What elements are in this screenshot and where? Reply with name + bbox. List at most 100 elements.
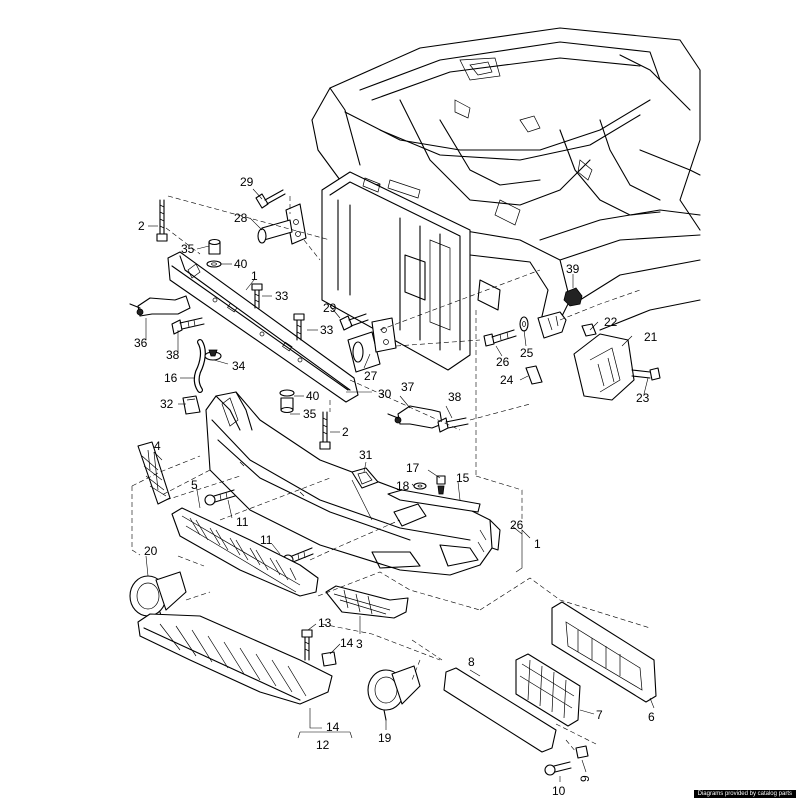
clip-34 <box>204 349 222 361</box>
callout-label: 11 <box>260 533 273 547</box>
bolt-33-a <box>251 283 263 309</box>
screw-23 <box>631 367 661 381</box>
callout-label: 40 <box>234 257 248 271</box>
callout-label: 12 <box>316 738 330 752</box>
callout-labels: 29 2 28 35 40 1 33 36 38 29 33 16 34 27 … <box>134 175 658 798</box>
callout-label: 32 <box>160 397 174 411</box>
diagram-credit: Diagrams provided by catalog parts <box>693 790 796 798</box>
cap-32 <box>182 395 201 415</box>
callout-label: 28 <box>234 211 248 225</box>
callout-label: 14 <box>340 636 354 650</box>
callout-label: 35 <box>181 242 195 256</box>
dashed-guides <box>131 195 651 753</box>
cap-31 <box>351 467 379 489</box>
bumper-cover <box>205 391 501 576</box>
sensor-36 <box>129 295 191 317</box>
clip-9 <box>575 745 589 759</box>
callout-label: 8 <box>468 655 475 669</box>
bolt-33-b <box>293 313 305 341</box>
callout-label: 34 <box>232 359 246 373</box>
trim-strip-15 <box>387 489 481 513</box>
license-plate-6 <box>551 601 657 703</box>
callout-label: 10 <box>552 784 566 798</box>
callout-label: 26 <box>496 355 510 369</box>
bolt-2-top <box>156 199 168 242</box>
callout-label: 7 <box>596 708 603 722</box>
callout-label: 23 <box>636 391 650 405</box>
nut-35-top <box>208 238 221 255</box>
bracket-27 <box>347 317 397 373</box>
callout-label: 2 <box>138 219 145 233</box>
callout-label: 17 <box>406 461 420 475</box>
callout-label: 21 <box>644 330 658 344</box>
callout-label: 5 <box>191 478 198 492</box>
clip-17 <box>436 475 446 495</box>
fog-light-19 <box>367 665 421 721</box>
callout-label: 31 <box>359 448 373 462</box>
washer-18 <box>413 482 427 490</box>
callout-label: 1 <box>534 537 541 551</box>
bumper-reinforcement-beam <box>167 251 359 403</box>
screw-26 <box>483 329 517 347</box>
radiator-pack <box>321 171 471 371</box>
washer-40-top <box>206 260 222 268</box>
callout-label: 35 <box>303 407 317 421</box>
callout-label: 22 <box>604 315 618 329</box>
callout-label: 40 <box>306 389 320 403</box>
callout-label: 39 <box>566 262 580 276</box>
bolt-13 <box>301 629 313 661</box>
mount-bracket <box>537 311 567 339</box>
callout-label: 20 <box>144 544 158 558</box>
bolt-29-top <box>255 189 286 209</box>
callout-label: 2 <box>342 425 349 439</box>
leader-lines <box>145 188 655 782</box>
callout-label: 26 <box>510 518 524 532</box>
lower-grille-5 <box>171 507 319 597</box>
callout-label: 38 <box>166 348 180 362</box>
license-bracket-7 <box>515 653 581 727</box>
callout-label: 14 <box>326 720 340 734</box>
screw-38-left <box>171 317 205 335</box>
clip-24 <box>525 365 543 385</box>
callout-label: 27 <box>364 369 378 383</box>
fog-light-20 <box>129 571 187 621</box>
bolt-2-lower <box>319 411 331 450</box>
bolt-29-mid <box>339 313 369 331</box>
clip-22 <box>581 323 597 337</box>
screw-38-right <box>437 417 469 433</box>
callout-label: 3 <box>356 637 363 651</box>
callout-label: 29 <box>240 175 254 189</box>
callout-label: 11 <box>236 515 249 529</box>
bracket-21 <box>573 333 635 401</box>
vehicle-body <box>311 27 701 359</box>
callout-label: 9 <box>578 775 592 782</box>
trim-strip-8 <box>443 667 557 753</box>
callout-label: 6 <box>648 710 655 724</box>
nut-39 <box>563 287 583 307</box>
sensor-37 <box>387 405 443 429</box>
callout-label: 15 <box>456 471 470 485</box>
lower-spoiler-12 <box>137 613 333 705</box>
nut-35-lower <box>280 397 294 414</box>
screw-11-a <box>204 489 236 506</box>
callout-label: 33 <box>320 323 334 337</box>
callout-label: 30 <box>378 387 392 401</box>
callout-label: 38 <box>448 390 462 404</box>
clip-14 <box>321 651 337 667</box>
callout-label: 25 <box>520 346 534 360</box>
callout-label: 33 <box>275 289 289 303</box>
callout-label: 37 <box>401 380 415 394</box>
hose-16 <box>193 339 206 393</box>
callout-label: 1 <box>251 269 258 283</box>
washer-40-lower <box>279 389 295 397</box>
callout-label: 36 <box>134 336 148 350</box>
callout-label: 19 <box>378 731 392 745</box>
callout-label: 24 <box>500 373 514 387</box>
callout-label: 4 <box>154 439 161 453</box>
side-grille-4 <box>137 441 171 505</box>
screw-10 <box>544 761 572 776</box>
washer-25 <box>519 316 529 332</box>
callout-label: 18 <box>396 479 410 493</box>
bracket-28 <box>257 203 307 245</box>
